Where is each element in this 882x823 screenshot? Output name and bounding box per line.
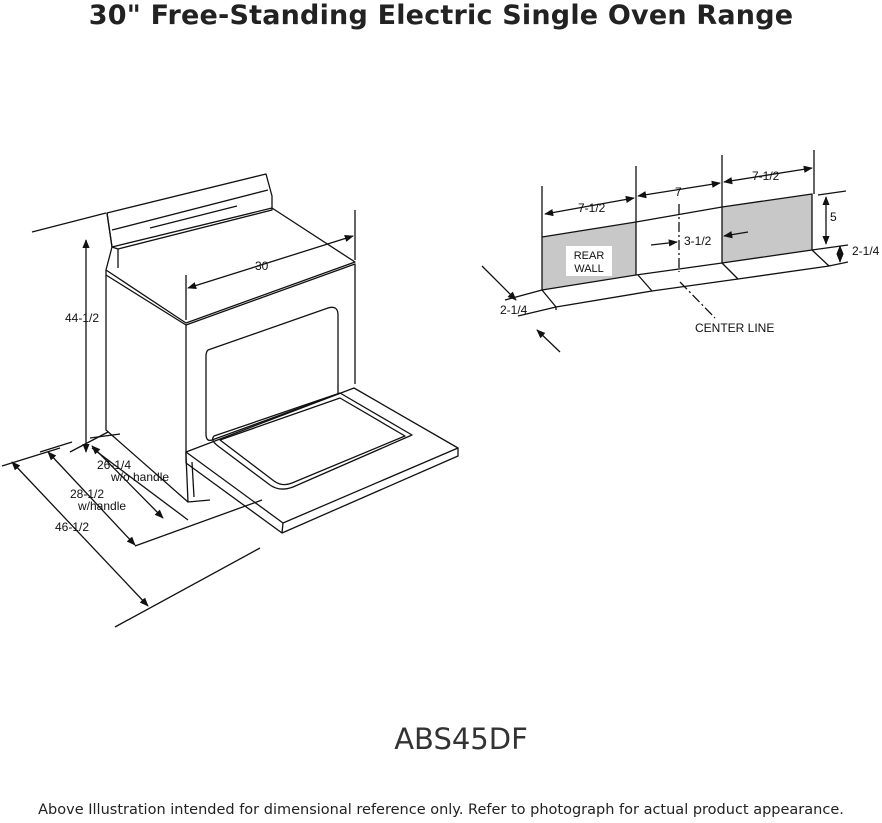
depth-door-open-label: 46-1/2 [55, 520, 89, 534]
cooktop [105, 207, 356, 324]
depth-wo-handle-label: 26-1/4 [97, 458, 131, 472]
oven-door [185, 387, 459, 524]
range-labels: 44-1/2 30 26-1/4 w/o handle 28-1/2 w/han… [55, 259, 269, 534]
wall-labels: REAR WALL 7-1/2 7 7-1/2 3-1/2 5 2-1/4 2-… [500, 169, 880, 335]
width-label: 30 [255, 259, 269, 273]
range-drawing [1, 173, 459, 628]
front-face [185, 263, 356, 384]
page-title: 30" Free-Standing Electric Single Oven R… [88, 0, 794, 31]
disclaimer: Above Illustration intended for dimensio… [38, 802, 844, 818]
front-depth-label: 2-1/4 [500, 303, 528, 317]
center-line-label: CENTER LINE [695, 321, 774, 335]
oven-window [205, 306, 339, 442]
center-line [678, 204, 716, 319]
wall-height-label: 5 [830, 210, 837, 224]
wall-drawing [481, 150, 849, 353]
side-depth-label: 2-1/4 [852, 244, 880, 258]
half-center-label: 3-1/2 [684, 234, 712, 248]
height-label: 44-1/2 [65, 311, 99, 325]
right-width-label: 7-1/2 [752, 169, 780, 183]
depth-wo-handle-note: w/o handle [110, 470, 169, 484]
left-width-label: 7-1/2 [578, 201, 606, 215]
model-number: ABS45DF [394, 722, 528, 756]
depth-w-handle-note: w/handle [77, 499, 126, 513]
rear-wall-right-panel [721, 193, 813, 264]
depth-w-handle-label: 28-1/2 [70, 487, 104, 501]
center-width-label: 7 [675, 185, 682, 199]
rear-wall-label-line2: WALL [574, 263, 604, 275]
backguard [106, 173, 273, 250]
rear-wall-label-line1: REAR [574, 250, 605, 262]
